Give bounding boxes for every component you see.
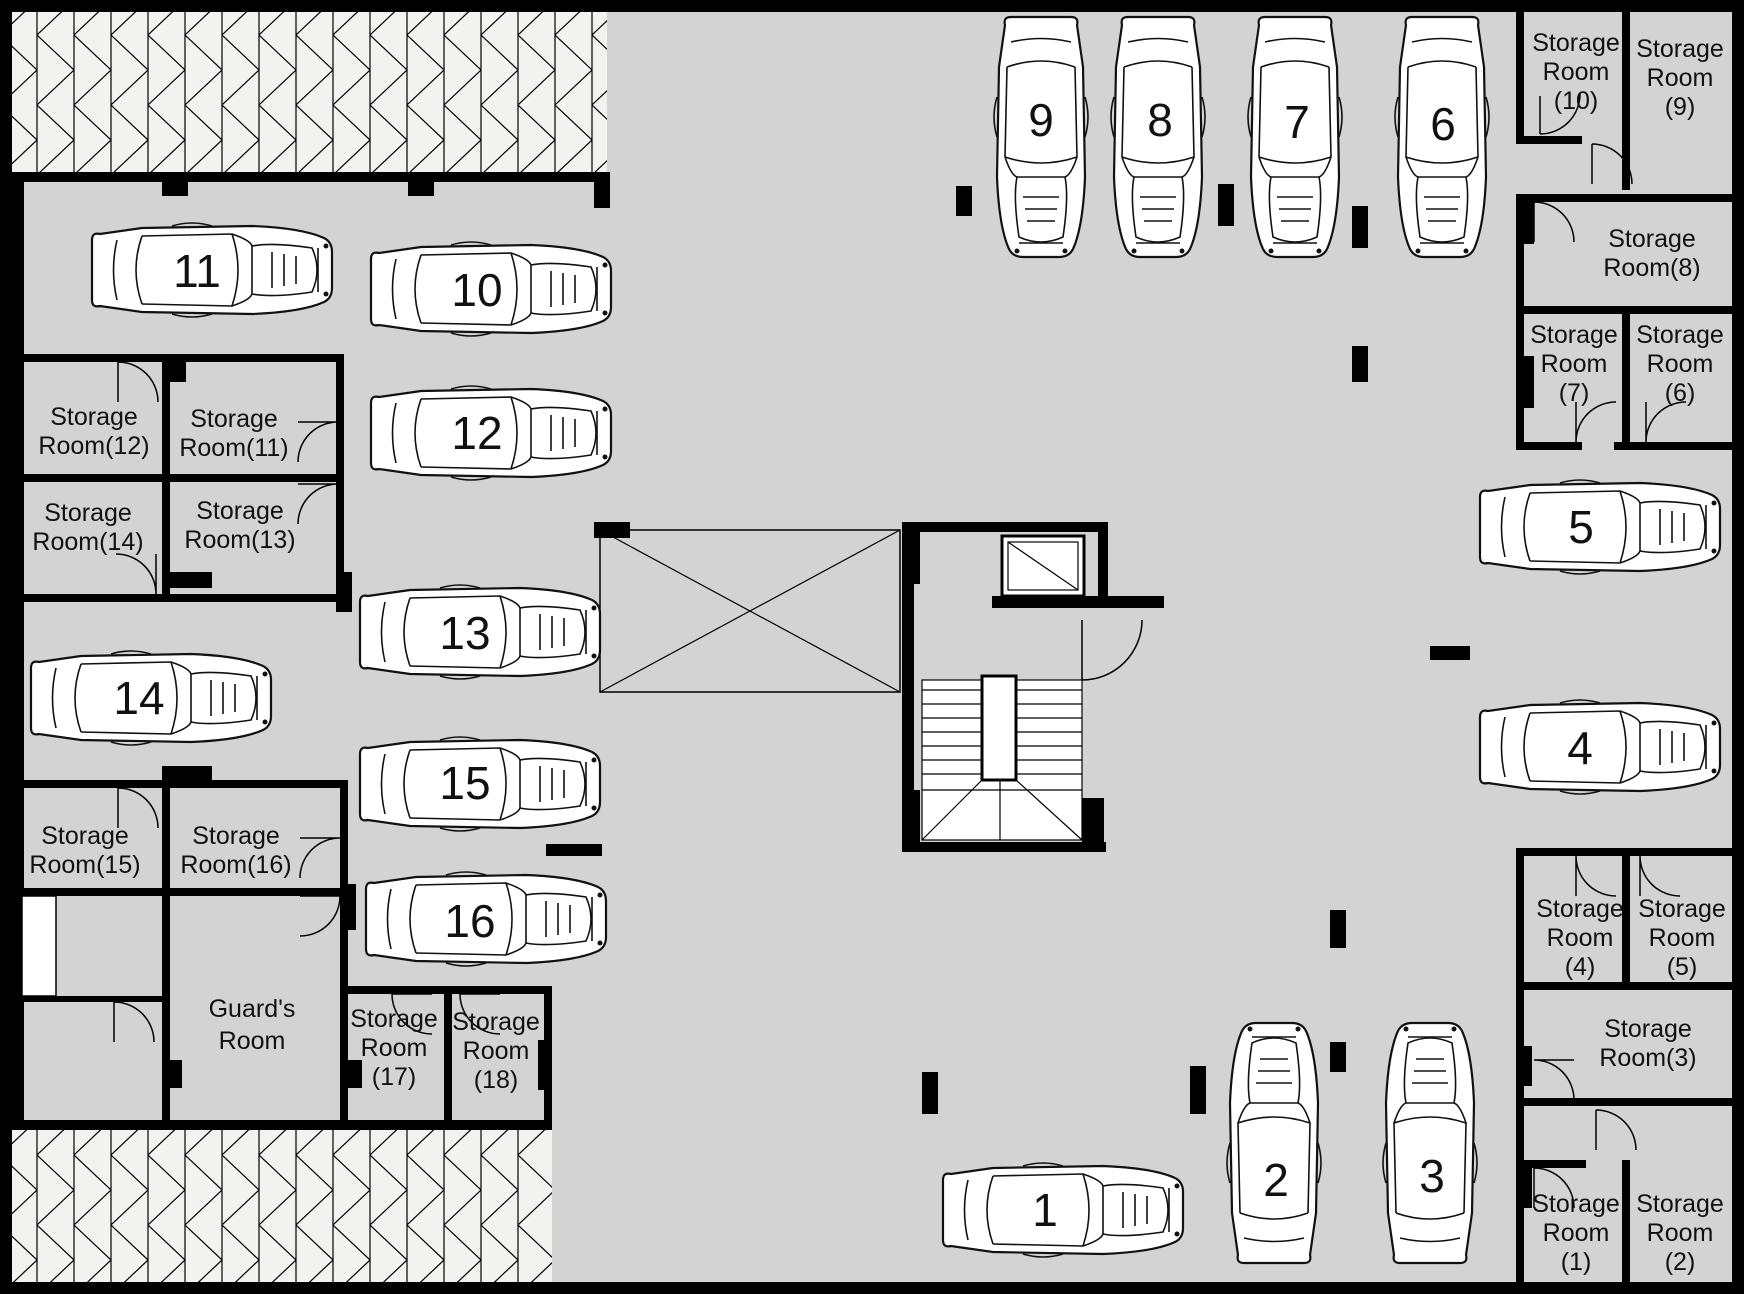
space-number-3: 3 [1419,1150,1445,1202]
car-2 [1225,1021,1323,1265]
top-ramp [12,12,607,172]
right-storage-walls [1516,12,1732,1284]
space-number-15: 15 [439,757,490,809]
bottom-ramp [12,1130,552,1282]
space-number-4: 4 [1567,722,1593,774]
space-number-9: 9 [1028,94,1054,146]
space-number-6: 6 [1430,98,1456,150]
space-number-13: 13 [439,607,490,659]
space-number-10: 10 [451,264,502,316]
right-doors [1533,93,1687,1209]
car-1 [941,1161,1185,1259]
space-number-2: 2 [1263,1154,1289,1206]
car-4 [1478,698,1722,796]
space-numbers: 1 2 3 4 5 6 7 8 9 10 11 12 13 14 15 16 [113,94,1593,1236]
space-number-5: 5 [1568,501,1594,553]
space-number-1: 1 [1032,1184,1058,1236]
space-number-11: 11 [173,245,221,297]
space-number-8: 8 [1147,94,1173,146]
columns [922,184,1470,1114]
space-number-16: 16 [444,895,495,947]
car-5 [1478,478,1722,576]
stair-core [902,522,1164,852]
space-number-14: 14 [113,672,164,724]
space-number-12: 12 [451,407,502,459]
left-storage-walls [21,354,602,1120]
space-number-7: 7 [1284,96,1310,148]
left-doors [113,361,501,1043]
car-3 [1381,1021,1479,1265]
